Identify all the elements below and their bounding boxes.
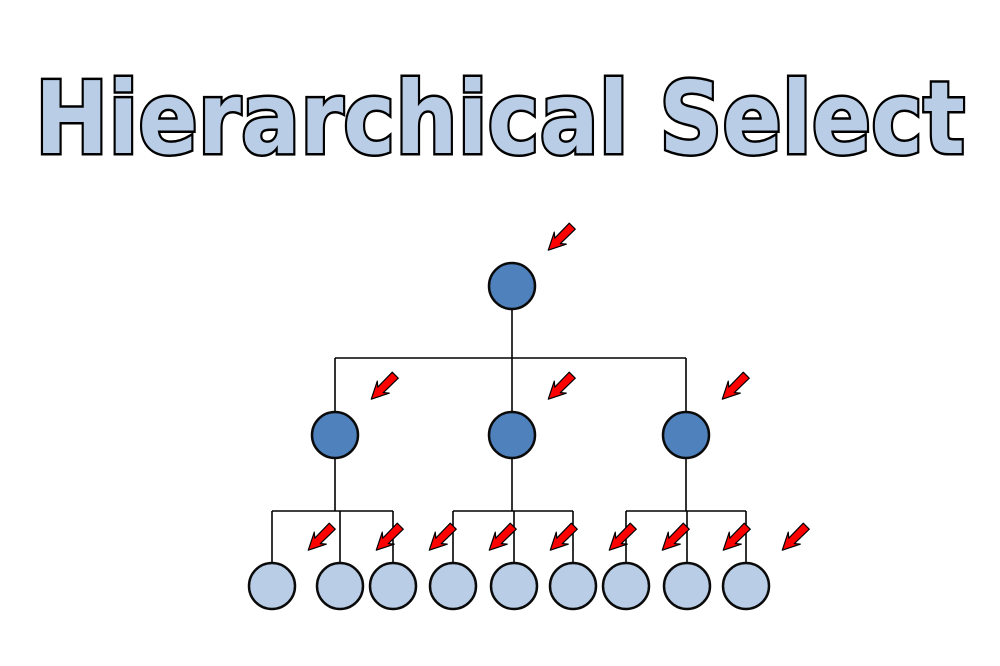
red-pointer-arrow-icon [721,371,750,400]
tree-node-leaf-5[interactable] [489,561,539,611]
page-title: Hierarchical Select [35,60,965,177]
tree-node-root[interactable] [487,261,537,311]
tree-node-leaf-6[interactable] [548,561,598,611]
red-pointer-arrow-icon [781,522,810,551]
tree-nodes [247,261,771,611]
title-graphic: Hierarchical Select [33,60,968,180]
red-pointer-arrow-icon [661,522,690,551]
tree-node-leaf-3[interactable] [368,561,418,611]
tree-node-mid-2[interactable] [487,410,537,460]
red-pointer-arrow-icon [428,522,457,551]
tree-node-leaf-7[interactable] [601,561,651,611]
red-pointer-arrow-icon [488,522,517,551]
red-pointer-arrow-icon [307,522,336,551]
red-pointer-arrow-icon [549,522,578,551]
tree-node-mid-1[interactable] [310,410,360,460]
red-pointer-arrow-icon [722,522,751,551]
tree-node-leaf-2[interactable] [315,561,365,611]
tree-node-leaf-4[interactable] [428,561,478,611]
title-banner: Hierarchical Select [0,60,1000,180]
connector-lines [271,309,747,563]
red-pointer-arrow-icon [547,222,576,251]
tree-node-mid-3[interactable] [661,410,711,460]
tree-node-leaf-8[interactable] [662,561,712,611]
red-pointer-arrow-icon [608,522,637,551]
red-pointer-arrow-icon [547,371,576,400]
red-pointer-arrow-icon [375,522,404,551]
selection-arrows [307,222,810,551]
red-pointer-arrow-icon [370,371,399,400]
tree-node-leaf-9[interactable] [721,561,771,611]
tree-node-leaf-1[interactable] [247,561,297,611]
